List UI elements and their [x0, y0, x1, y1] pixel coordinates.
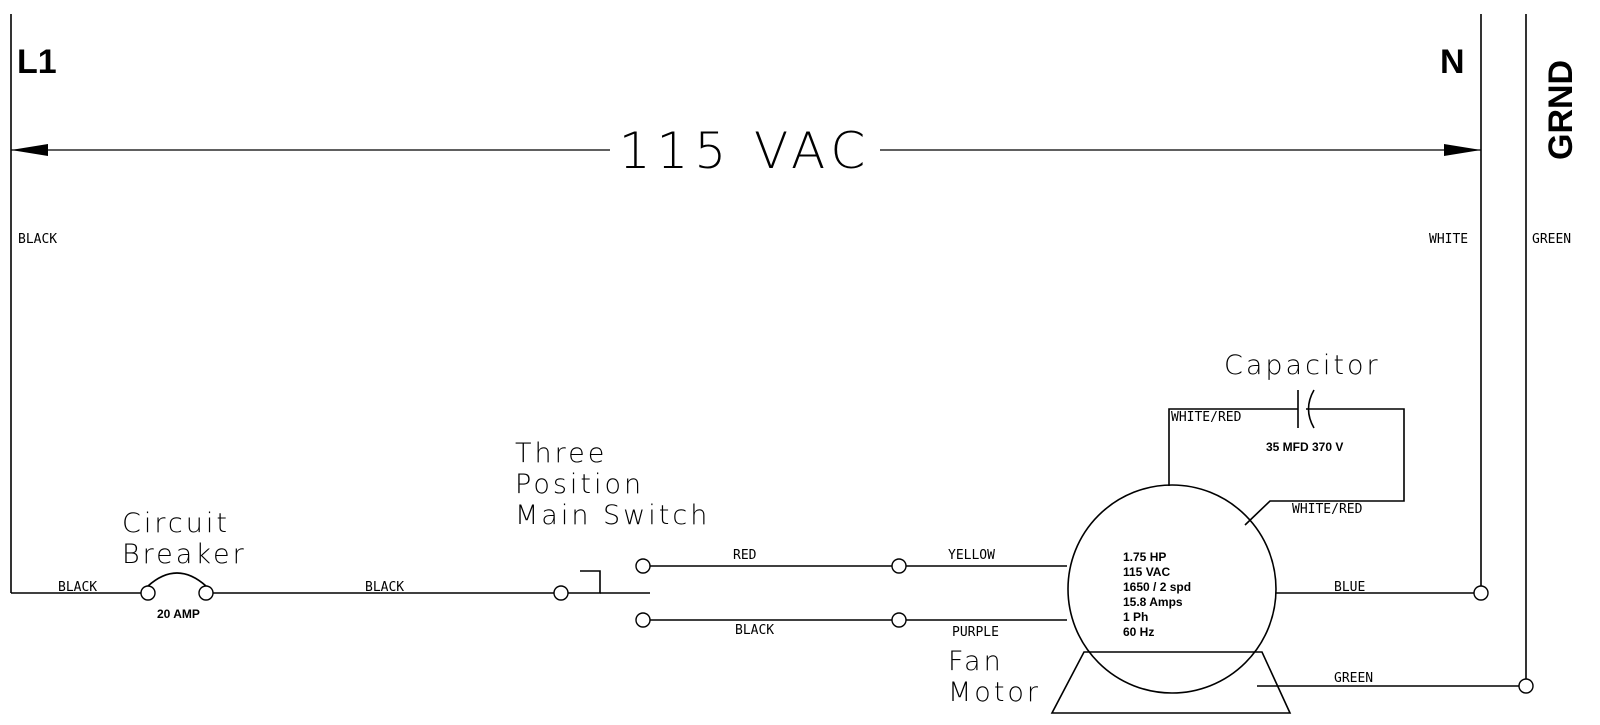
wire-label-blue: BLUE: [1334, 580, 1365, 595]
switch-low-terminal: [635, 612, 651, 628]
motor-spec-2: 115 VAC: [1123, 565, 1170, 579]
n-wire-label: WHITE: [1429, 232, 1468, 247]
motor-base: [1050, 651, 1292, 714]
breaker-title-1: Circuit: [122, 508, 230, 539]
n-label: N: [1440, 43, 1465, 81]
connector-high: [891, 558, 907, 574]
motor-spec-5: 1 Ph: [1123, 610, 1148, 624]
ground-wire-label: GREEN: [1532, 232, 1571, 247]
switch-title-1: Three: [515, 438, 607, 469]
motor-body: [1067, 484, 1277, 694]
capacitor-title: Capacitor: [1224, 350, 1381, 381]
motor-title-1: Fan: [948, 646, 1004, 677]
wire-label-black-low: BLACK: [735, 623, 774, 638]
switch-blade: [568, 570, 601, 594]
voltage-label: 115 VAC: [619, 122, 872, 180]
motor-spec-6: 60 Hz: [1123, 625, 1154, 639]
wire-label-yellow: YELLOW: [948, 548, 995, 563]
breaker-arc: [147, 572, 207, 587]
wire-label-green: GREEN: [1334, 671, 1373, 686]
switch-title-2: Position: [515, 469, 644, 500]
motor-title-2: Motor: [948, 677, 1041, 708]
breaker-terminal-right: [198, 585, 214, 601]
wire-label-cap-left: WHITE/RED: [1171, 410, 1242, 425]
l1-label: L1: [17, 43, 57, 81]
capacitor-rating: 35 MFD 370 V: [1266, 440, 1343, 454]
breaker-title-2: Breaker: [122, 539, 247, 570]
switch-common-terminal: [553, 585, 569, 601]
wire-label-breaker-switch: BLACK: [365, 580, 404, 595]
connector-low: [891, 612, 907, 628]
voltage-arrow-right: [1444, 144, 1481, 156]
wire-label-red: RED: [733, 548, 757, 563]
ground-terminal: [1518, 678, 1534, 694]
wire-label-l1-breaker: BLACK: [58, 580, 97, 595]
voltage-arrow-left: [11, 144, 48, 156]
motor-spec-4: 15.8 Amps: [1123, 595, 1183, 609]
l1-wire-label: BLACK: [18, 232, 57, 247]
ground-label: GRND: [1542, 60, 1580, 160]
switch-high-terminal: [635, 558, 651, 574]
breaker-rating: 20 AMP: [157, 607, 200, 621]
wire-label-cap-right: WHITE/RED: [1292, 502, 1363, 517]
motor-spec-3: 1650 / 2 spd: [1123, 580, 1191, 594]
wire-label-purple: PURPLE: [952, 625, 999, 640]
neutral-terminal: [1473, 585, 1489, 601]
wire-capacitor-right: [1244, 408, 1405, 526]
wire-capacitor-left: [1168, 408, 1298, 486]
breaker-terminal-left: [140, 585, 156, 601]
motor-spec-1: 1.75 HP: [1123, 550, 1166, 564]
switch-title-3: Main Switch: [515, 500, 710, 531]
